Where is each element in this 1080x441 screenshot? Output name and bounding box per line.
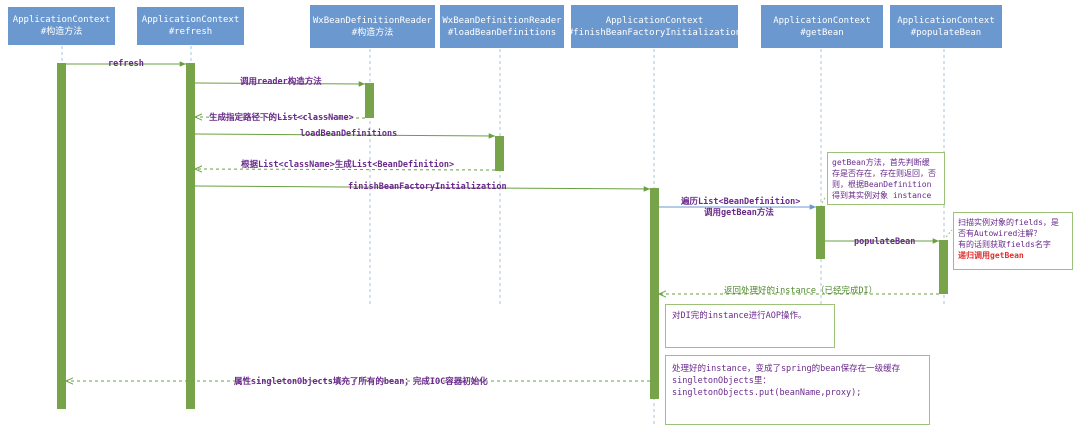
- lane-header-reader-constructor-line2: #构造方法: [351, 27, 394, 38]
- arrow-finish-init: [194, 185, 651, 192]
- note-cache-line1: 处理好的instance，变成了spring的bean保存在一级缓存: [672, 364, 901, 374]
- note-getbean-line3: 则，根据BeanDefinition: [832, 180, 932, 189]
- lane-header-get-bean-line1: ApplicationContext: [773, 15, 871, 26]
- arrow-gen-bd-list: [195, 169, 496, 170]
- lane-header-refresh: ApplicationContext #refresh: [137, 7, 244, 45]
- lane-header-refresh-line1: ApplicationContext: [141, 15, 240, 25]
- activation-load-bean-definitions: [495, 136, 504, 171]
- activation-refresh: [186, 63, 195, 409]
- label-call-reader: 调用reader构造方法: [240, 77, 322, 87]
- label-gen-bd-list: 根据List<className>生成List<BeanDefinition>: [241, 160, 455, 170]
- note-getbean-line1: getBean方法，首先判断缓: [832, 158, 930, 167]
- lane-header-constructor-line2: #构造方法: [40, 27, 83, 37]
- activation-finish-init: [650, 188, 659, 399]
- lane-header-populate-bean: ApplicationContext #populateBean: [890, 5, 1002, 48]
- note-populate-line3: 有的话则获取fields名字: [958, 240, 1051, 249]
- connector-getbean-note: [821, 195, 827, 204]
- note-populate-line4: 递归调用getBean: [958, 251, 1024, 260]
- note-connectors: [821, 195, 953, 238]
- label-finish-init: finishBeanFactoryInitialization: [348, 182, 507, 192]
- lane-header-populate-bean-line2: #populateBean: [910, 27, 982, 38]
- lane-header-get-bean: ApplicationContext #getBean: [761, 5, 883, 48]
- lane-header-constructor-line1: ApplicationContext: [12, 15, 111, 25]
- connector-populate-note: [945, 229, 953, 238]
- arrow-load-bd: [194, 133, 496, 139]
- note-cache-line3: singletonObjects.put(beanName,proxy);: [672, 388, 862, 398]
- lane-header-reader-constructor-line1: WxBeanDefinitionReader: [312, 15, 433, 26]
- note-getbean-line4: 得到其实例对象 instance: [832, 191, 932, 200]
- lane-header-load-bean-definitions: WxBeanDefinitionReader #loadBeanDefiniti…: [440, 5, 564, 48]
- arrow-gen-list: [195, 117, 366, 118]
- lane-header-load-bean-definitions-line2: #loadBeanDefinitions: [447, 27, 557, 38]
- activation-constructor: [57, 63, 66, 409]
- label-iterate-line2: 调用getBean方法: [704, 208, 774, 218]
- label-load-bd: loadBeanDefinitions: [300, 129, 398, 139]
- lane-header-refresh-line2: #refresh: [168, 27, 213, 37]
- lane-header-constructor: ApplicationContext #构造方法: [8, 7, 115, 45]
- label-refresh: refresh: [108, 59, 144, 69]
- lane-header-finish-init-line1: ApplicationContext: [605, 15, 704, 26]
- lane-header-load-bean-definitions-line1: WxBeanDefinitionReader: [442, 15, 562, 26]
- label-fill-singletons: 属性singletonObjects填充了所有的bean；完成IOC容器初始化: [234, 377, 488, 387]
- activation-reader-constructor: [365, 83, 374, 118]
- note-cache-line2: singletonObjects里：: [672, 376, 771, 386]
- activation-get-bean: [816, 206, 825, 259]
- lane-header-reader-constructor: WxBeanDefinitionReader #构造方法: [310, 5, 435, 48]
- note-populate-line2: 否有Autowired注解？: [958, 229, 1042, 238]
- note-populate-line1: 扫描实例对象的fields，是: [958, 218, 1059, 227]
- label-return-instance: 返回处理好的instance（已经完成DI）: [724, 286, 878, 296]
- note-aop: 对DI完的instance进行AOP操作。: [665, 304, 835, 348]
- lane-header-finish-init-line2: #finishBeanFactoryInitialization: [567, 27, 742, 38]
- label-populate: populateBean: [854, 237, 916, 247]
- note-aop-line1: 对DI完的instance进行AOP操作。: [672, 311, 807, 321]
- lane-header-populate-bean-line1: ApplicationContext: [897, 15, 995, 26]
- message-arrows: [66, 61, 939, 381]
- label-gen-list: 生成指定路径下的List<className>: [209, 113, 354, 123]
- lane-header-get-bean-line2: #getBean: [800, 27, 844, 38]
- activation-bars: [57, 63, 948, 409]
- arrow-call-reader: [194, 81, 366, 87]
- activation-populate-bean: [939, 240, 948, 294]
- lane-header-finish-init: ApplicationContext #finishBeanFactoryIni…: [567, 5, 742, 48]
- note-getbean-line2: 存是否存在，存在则返回，否: [832, 169, 936, 178]
- label-iterate-line1: 遍历List<BeanDefinition>: [681, 197, 801, 207]
- note-cache: 处理好的instance，变成了spring的bean保存在一级缓存 singl…: [665, 355, 930, 425]
- note-getbean: getBean方法，首先判断缓 存是否存在，存在则返回，否 则，根据BeanDe…: [827, 152, 945, 205]
- note-populate: 扫描实例对象的fields，是 否有Autowired注解？ 有的话则获取fie…: [953, 212, 1073, 270]
